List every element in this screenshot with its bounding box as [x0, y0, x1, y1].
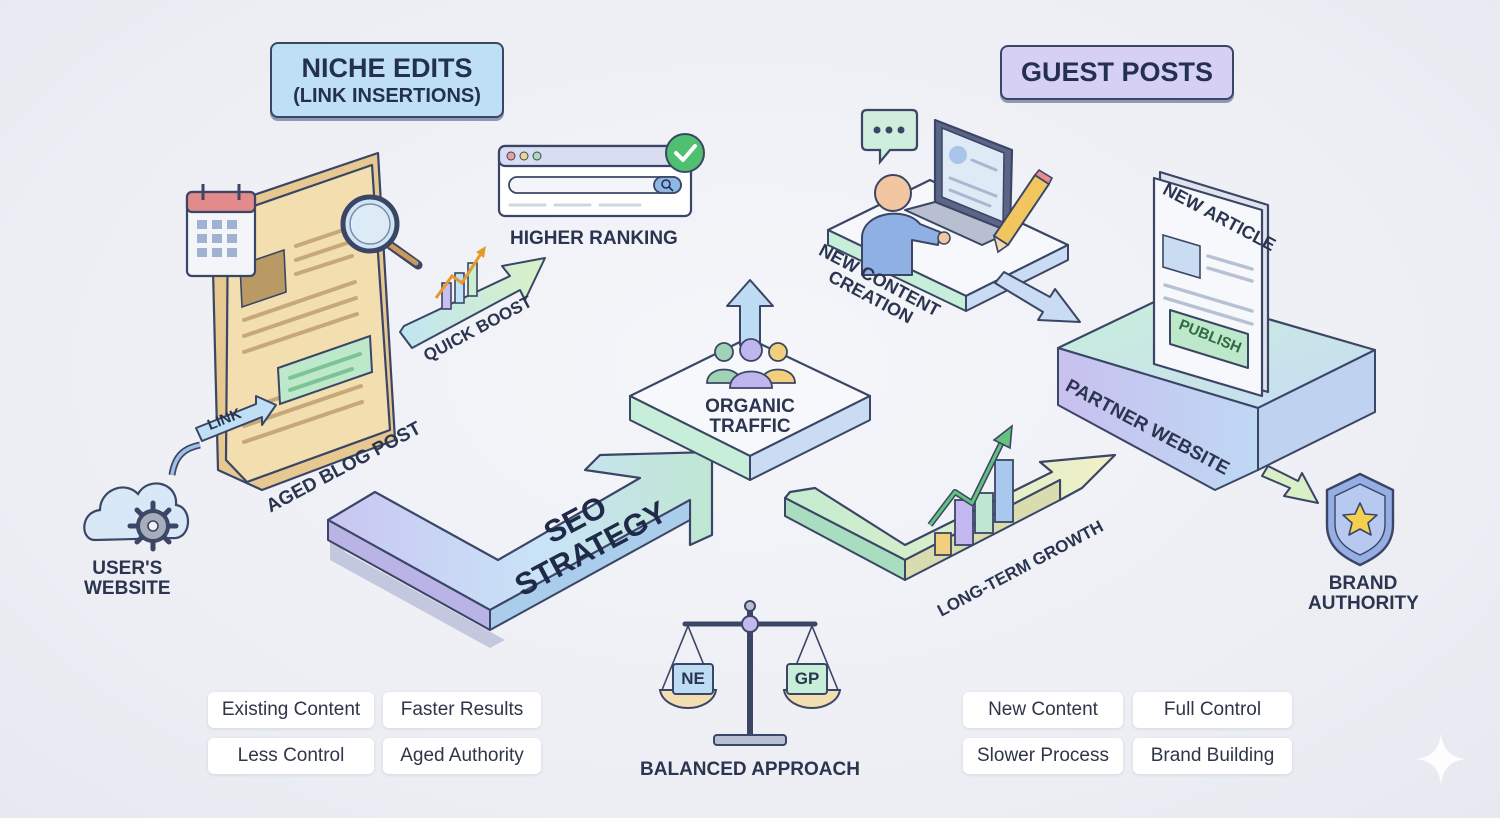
calendar-icon: [185, 184, 257, 278]
niche-tag-less-control: Less Control: [208, 738, 374, 774]
flow-arrow-to-partner: [994, 271, 1081, 323]
star-icon: [1342, 502, 1378, 536]
users-website-label-line2: WEBSITE: [84, 577, 171, 599]
scale-ne-label: NE: [681, 669, 705, 688]
guest-tag-slower-process: Slower Process: [963, 738, 1123, 774]
guest-posts-title-text: GUEST POSTS: [1020, 57, 1214, 87]
guest-tag-full-control: Full Control: [1133, 692, 1292, 728]
traffic-up-arrow: [726, 279, 774, 346]
gear-icon: [127, 500, 179, 552]
link-connector: [168, 395, 277, 476]
niche-tag-faster-results: Faster Results: [383, 692, 541, 728]
quick-boost-bars: [434, 246, 486, 310]
niche-edits-title-line1: NICHE EDITS: [301, 53, 473, 83]
sparkle-icon: [1416, 733, 1466, 785]
brand-arrow: [1261, 465, 1319, 504]
bar-chart-icon: [927, 424, 1014, 556]
users-website-label-line1: USER'S: [92, 558, 163, 579]
guest-tag-new-content: New Content: [963, 692, 1123, 728]
check-icon: [665, 133, 705, 173]
magnifier-icon: [340, 194, 423, 270]
scale-icon: [658, 600, 842, 746]
laptop-icon: [904, 118, 1014, 246]
pencil-icon: [992, 168, 1054, 254]
quick-boost-arrow: [399, 257, 546, 349]
niche-edits-title-line2: (LINK INSERTIONS): [293, 85, 481, 107]
person-icon: [861, 174, 951, 276]
brand-authority-label-line1: BRAND: [1328, 573, 1398, 594]
people-icon: [706, 338, 796, 389]
scale-gp-label: GP: [794, 669, 820, 688]
seo-strategy-arrow: [326, 450, 714, 648]
higher-ranking-label: HIGHER RANKING: [510, 228, 678, 249]
chat-icon: [860, 108, 919, 166]
organic-traffic-platform: [628, 336, 872, 481]
niche-edits-title: NICHE EDITS (LINK INSERTIONS): [270, 42, 504, 118]
niche-tag-aged-authority: Aged Authority: [383, 738, 541, 774]
brand-authority-label: BRAND AUTHORITY: [1308, 573, 1419, 614]
organic-traffic-label: ORGANIC TRAFFIC: [700, 397, 800, 437]
balanced-approach-label: BALANCED APPROACH: [640, 759, 860, 780]
niche-tag-existing-content: Existing Content: [208, 692, 374, 728]
new-article-document: [1152, 170, 1270, 398]
guest-tag-brand-building: Brand Building: [1133, 738, 1292, 774]
users-website-label: USER'S WEBSITE: [84, 559, 171, 599]
long-term-growth-arrow: [783, 453, 1117, 581]
browser-icon: [497, 144, 693, 218]
organic-traffic-label-line2: TRAFFIC: [709, 415, 791, 437]
brand-authority-label-line2: AUTHORITY: [1308, 592, 1419, 614]
guest-posts-title: GUEST POSTS: [1000, 45, 1234, 100]
organic-traffic-label-line1: ORGANIC: [705, 396, 795, 417]
